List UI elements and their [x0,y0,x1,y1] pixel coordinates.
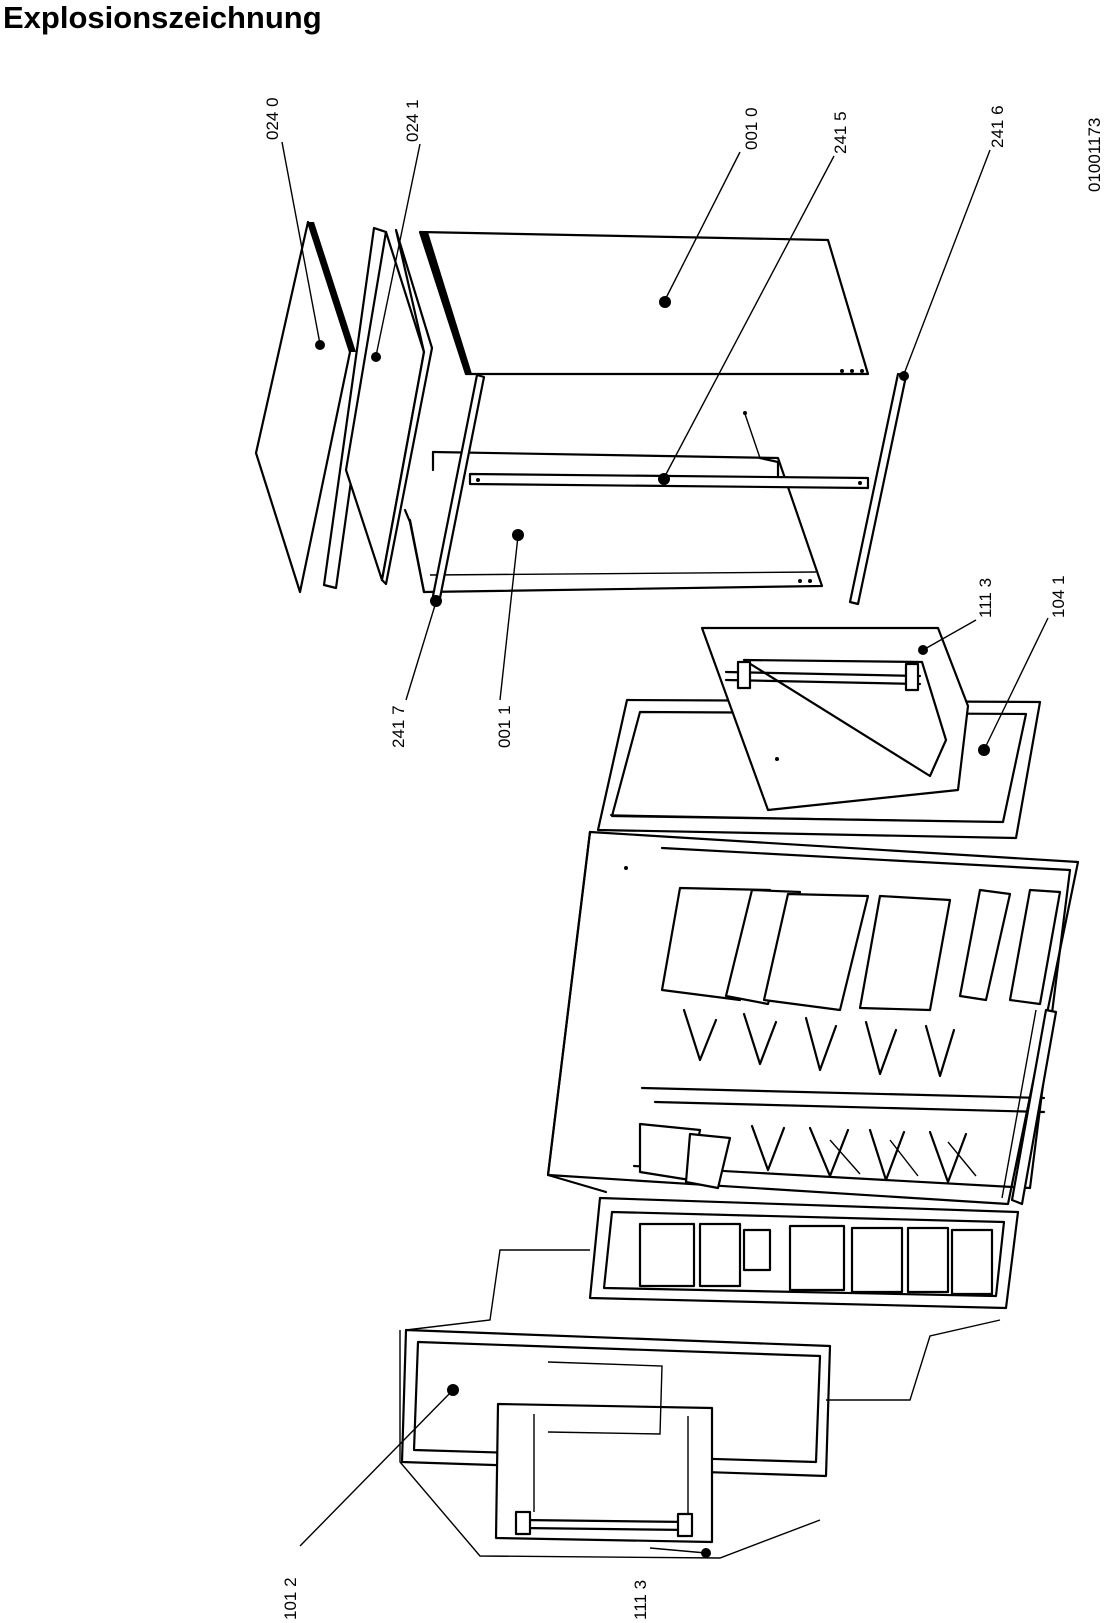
callout-labels: 024 0 024 1 001 0 241 5 241 6 01001173 2… [263,97,1104,1620]
callout-0010: 001 0 [742,107,761,150]
rail-2415 [468,411,870,490]
door-1012 [399,1249,1001,1559]
callout-2417: 241 7 [389,705,408,748]
callout-1113-top: 111 3 [976,578,995,618]
door-1041 [596,626,1042,840]
rail-2416 [848,371,909,606]
page-title: Explosionszeichnung [3,0,322,35]
callout-0241: 024 1 [403,99,422,142]
top-panel-0240 [254,220,356,594]
side-panel-0010 [418,230,870,376]
callout-1012: 101 2 [281,1577,300,1620]
rail-2417 [430,373,486,607]
drawing-number: 01001173 [1085,118,1104,192]
leader-lines [281,141,1049,1554]
callout-1041: 104 1 [1049,575,1068,618]
callout-0240: 024 0 [263,97,282,140]
callout-1113-bottom: 111 3 [631,1580,650,1620]
top-panel-0241 [322,226,434,590]
side-panel-0011 [403,450,824,594]
base-drawer-front [588,1196,1020,1310]
cabinet-body [546,830,1080,1206]
callout-2416: 241 6 [988,105,1007,148]
callout-0011: 001 1 [495,705,514,748]
callout-2415: 241 5 [831,111,850,154]
